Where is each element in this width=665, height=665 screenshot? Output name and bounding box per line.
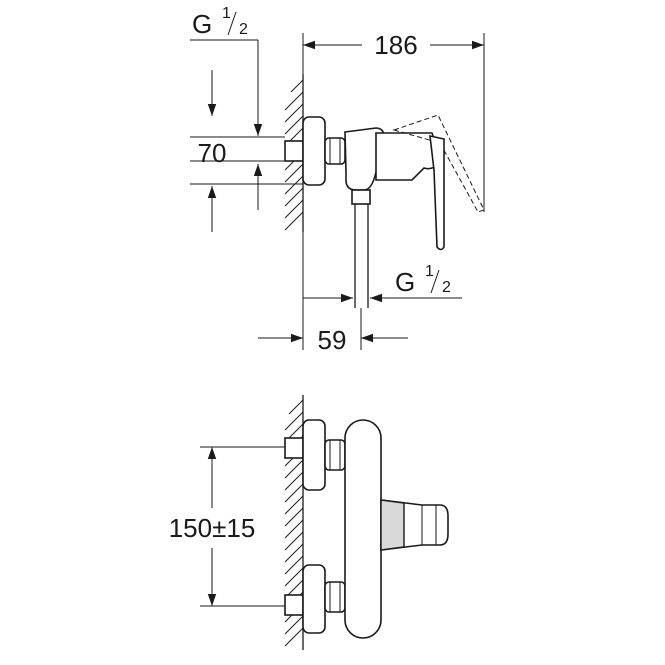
thread-top-numerator: 1 xyxy=(222,5,231,22)
mixer-body-side xyxy=(344,127,385,191)
dimension-186: 186 xyxy=(302,30,485,212)
lever-side xyxy=(429,134,445,251)
rosette-top xyxy=(302,116,326,186)
union-top xyxy=(324,137,346,165)
rosette-upper xyxy=(302,419,326,491)
thread-outlet-prefix: G xyxy=(395,267,415,297)
dimension-70: 70 xyxy=(190,70,303,232)
lever-dashed-position xyxy=(392,114,485,213)
mixer-body-front xyxy=(344,419,382,639)
thread-top-prefix: G xyxy=(192,9,212,39)
handle-shading xyxy=(380,499,405,551)
side-view: 186 G 1 2 70 G 1 2 xyxy=(190,5,485,355)
union-lower xyxy=(324,581,346,613)
thread-outlet-denominator: 2 xyxy=(442,279,451,296)
rosette-lower xyxy=(302,564,326,634)
thread-top-denominator: 2 xyxy=(239,21,248,38)
thread-label-outlet: G 1 2 xyxy=(370,263,462,303)
inlet-nut-top xyxy=(284,140,304,162)
dimension-150: 150±15 xyxy=(169,446,285,607)
dimension-59-label: 59 xyxy=(318,325,347,355)
thread-outlet-numerator: 1 xyxy=(425,263,434,280)
outlet-nut-top xyxy=(351,189,371,205)
front-view: 150±15 xyxy=(169,395,449,650)
thread-top-slash xyxy=(227,11,237,36)
dimension-186-label: 186 xyxy=(374,30,417,60)
dimension-59: 59 xyxy=(258,232,408,355)
thread-label-top: G 1 2 xyxy=(190,5,263,136)
union-upper xyxy=(324,439,346,471)
inlet-nut-upper xyxy=(284,437,304,459)
inlet-nut-lower xyxy=(284,594,304,616)
thread-outlet-slash xyxy=(430,269,440,294)
dimension-150-label: 150±15 xyxy=(169,513,256,543)
dimension-70-label: 70 xyxy=(198,138,227,168)
